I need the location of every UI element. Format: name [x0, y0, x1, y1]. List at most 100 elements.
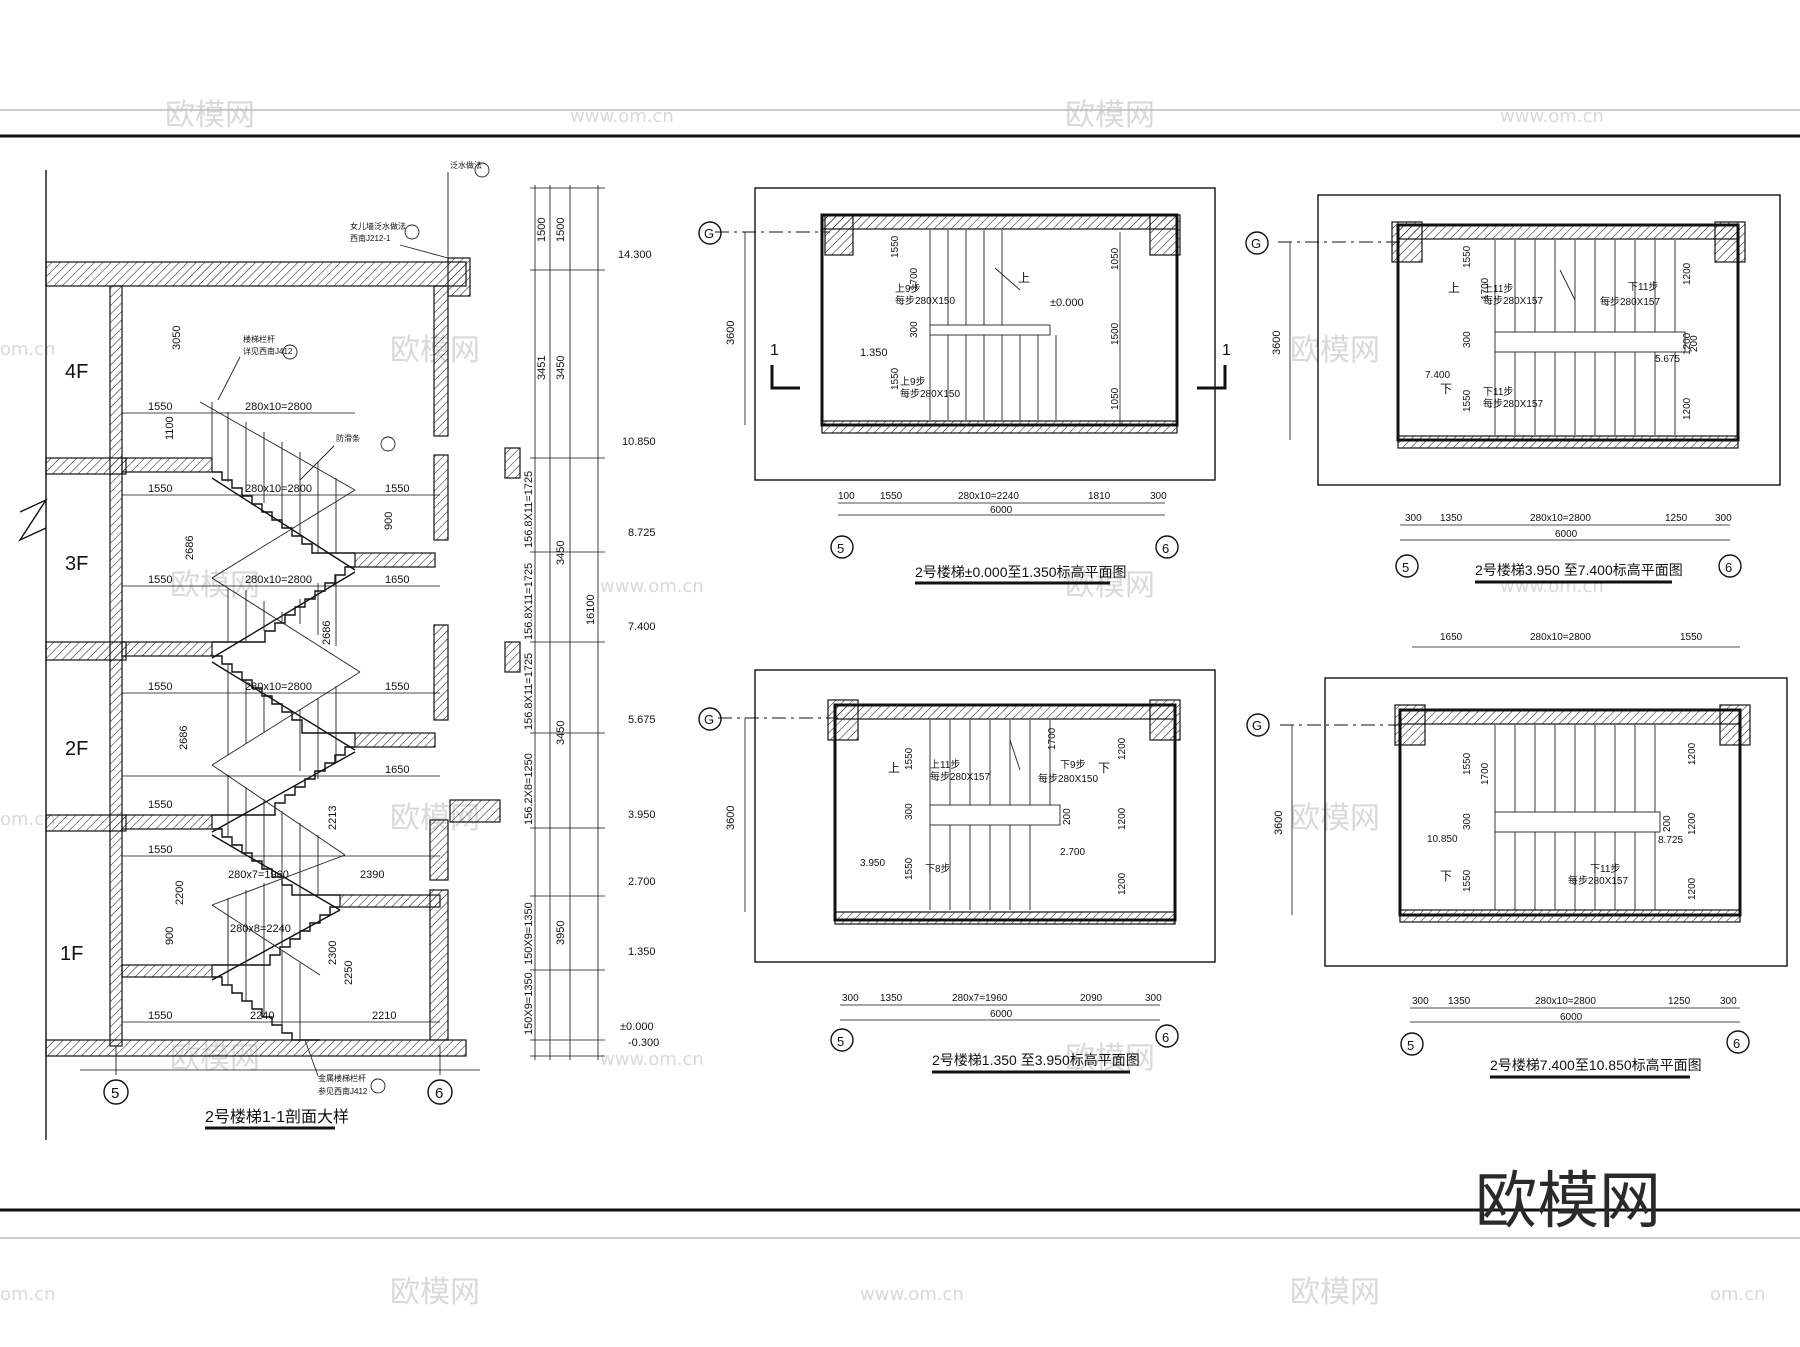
break-symbol [18, 498, 48, 542]
watermark-url: om.cn [0, 809, 56, 830]
flight-dim: 156.2X8=1250 [523, 753, 535, 825]
plan-label: 下11步 [1483, 386, 1513, 398]
landing-dim: 1550 [148, 681, 172, 693]
ground-slab [45, 1039, 467, 1057]
parapet [447, 257, 471, 297]
left-dim: 300 [1462, 813, 1473, 830]
note-text: 防滑条 [336, 433, 360, 443]
plan-ground: 上9步 每步280X150 上 ±0.000 1.350 上9步 每步280X1… [698, 187, 1231, 585]
grid-label: 5 [1402, 560, 1409, 575]
watermark-url: om.cn [0, 339, 56, 360]
width-dim: 300 [1412, 996, 1429, 1007]
height-dim: 3950 [555, 921, 567, 945]
plan-label: 上 [888, 761, 900, 775]
plan-label: 200 [1062, 808, 1073, 825]
plan-label: 10.850 [1427, 834, 1458, 845]
left-dim: 1550 [1462, 869, 1473, 892]
plan-label: 3.950 [860, 858, 885, 869]
watermark-brand: 欧模网 [170, 568, 260, 603]
handrail [199, 401, 361, 976]
section-title: 2号楼梯1-1剖面大样 [205, 1108, 349, 1126]
landing-dim: 2210 [372, 1010, 396, 1022]
plan-label: 下 [1098, 761, 1110, 775]
top-dim: 1550 [1680, 632, 1703, 643]
vertical-dim: 1100 [164, 416, 176, 440]
grid-label: 6 [1725, 560, 1732, 575]
vertical-dim: 2200 [174, 881, 186, 905]
landing-dim: 1550 [148, 574, 172, 586]
left-dim: 1550 [904, 857, 915, 880]
brand-watermark: 欧模网 [1475, 1164, 1661, 1237]
watermark-url: www.om.cn [1500, 106, 1604, 127]
plan-label: 下 [1440, 869, 1452, 883]
floor-label: 4F [65, 361, 88, 383]
depth-dim: 3600 [1273, 811, 1285, 835]
plan-label: 每步280X157 [930, 770, 990, 783]
height-dim: 3450 [555, 541, 567, 565]
width-dim: 100 [838, 491, 855, 502]
right-dim: 1200 [1117, 737, 1128, 760]
grid-label: 5 [837, 541, 844, 556]
landing [121, 964, 213, 978]
watermark-url: www.om.cn [600, 1049, 704, 1070]
section-cut-label: 1 [770, 342, 779, 359]
vertical-dim: 2686 [184, 536, 196, 560]
watermark-brand: 欧模网 [1290, 333, 1380, 368]
vertical-dim: 2250 [343, 961, 355, 985]
plan-title: 2号楼梯1.350 至3.950标高平面图 [932, 1052, 1140, 1068]
left-dim: 1700 [909, 267, 920, 290]
width-dim: 300 [1720, 996, 1737, 1007]
width-total: 6000 [990, 1009, 1013, 1020]
plan-label: 每步280X157 [1568, 874, 1628, 887]
run-dim: 2240 [250, 1010, 274, 1022]
landing-dim: 2390 [360, 869, 384, 881]
plan-upper: 上 上11步 每步280X157 下11步 每步280X157 7.400 5.… [1245, 194, 1781, 584]
watermark-url: om.cn [1710, 1284, 1766, 1305]
plan-label: 每步280X150 [895, 294, 955, 307]
landing-dim: 1550 [148, 1010, 172, 1022]
plan-label: 下9步 [1060, 759, 1086, 771]
section-drawing: 4F 3F 2F 1F 1550 280x10=2800 1550 280x10… [18, 160, 521, 1130]
plan-top: 10.850 8.725 下 下11步 每步280X157 200 G 3600… [1246, 632, 1788, 1079]
roof-slab [45, 261, 467, 287]
plan-second: 上 上11步 每步280X157 下9步 每步280X150 下 3.950 下… [698, 669, 1216, 1074]
level-mark: 3.950 [628, 809, 656, 821]
plan-label: 下11步 [1590, 863, 1620, 875]
left-dim: 1550 [1462, 389, 1473, 412]
plan-label: 2.700 [1060, 847, 1085, 858]
vertical-dim: 2686 [321, 621, 333, 645]
run-dim: 280x10=2800 [245, 574, 312, 586]
note-text: 金属楼梯栏杆 [318, 1073, 366, 1083]
watermark-brand: 欧模网 [1290, 801, 1380, 836]
grid-label: 6 [1162, 1030, 1169, 1045]
width-dim: 1350 [1448, 996, 1471, 1007]
width-dim: 280x7=1960 [952, 993, 1008, 1004]
width-dim: 280x10=2800 [1535, 996, 1596, 1007]
note-text: 泛水做法 [450, 160, 482, 170]
landing-dim: 1550 [148, 799, 172, 811]
landing [121, 641, 213, 657]
watermark-brand: 欧模网 [390, 1275, 480, 1310]
landing-dim: 1650 [385, 574, 409, 586]
plan-label: 200 [1662, 815, 1673, 832]
plan-label: 上9步 [900, 376, 926, 388]
axis-marker [103, 1079, 129, 1105]
left-dim: 1550 [890, 235, 901, 258]
axis-label: 6 [435, 1085, 443, 1102]
width-dim: 300 [842, 993, 859, 1004]
plan-label: 上 [1448, 281, 1460, 295]
axis-label: 5 [111, 1085, 119, 1102]
watermark-brand: 欧模网 [1290, 1275, 1380, 1310]
wall-axis-6-lower [429, 889, 449, 1041]
run-dim: 280x10=2800 [245, 483, 312, 495]
plan-title: 2号楼梯±0.000至1.350标高平面图 [915, 564, 1127, 580]
level-mark: 14.300 [618, 249, 652, 261]
width-dim: 300 [1145, 993, 1162, 1004]
plan-label: 8.725 [1658, 835, 1683, 846]
wall-axis-6 [433, 624, 449, 721]
vertical-dim: 3050 [171, 326, 183, 350]
plan-label: 上9步 [895, 283, 921, 295]
width-dim: 280x10=2240 [958, 491, 1019, 502]
level-mark: 1.350 [628, 946, 656, 958]
right-dim: 1500 [1110, 322, 1121, 345]
